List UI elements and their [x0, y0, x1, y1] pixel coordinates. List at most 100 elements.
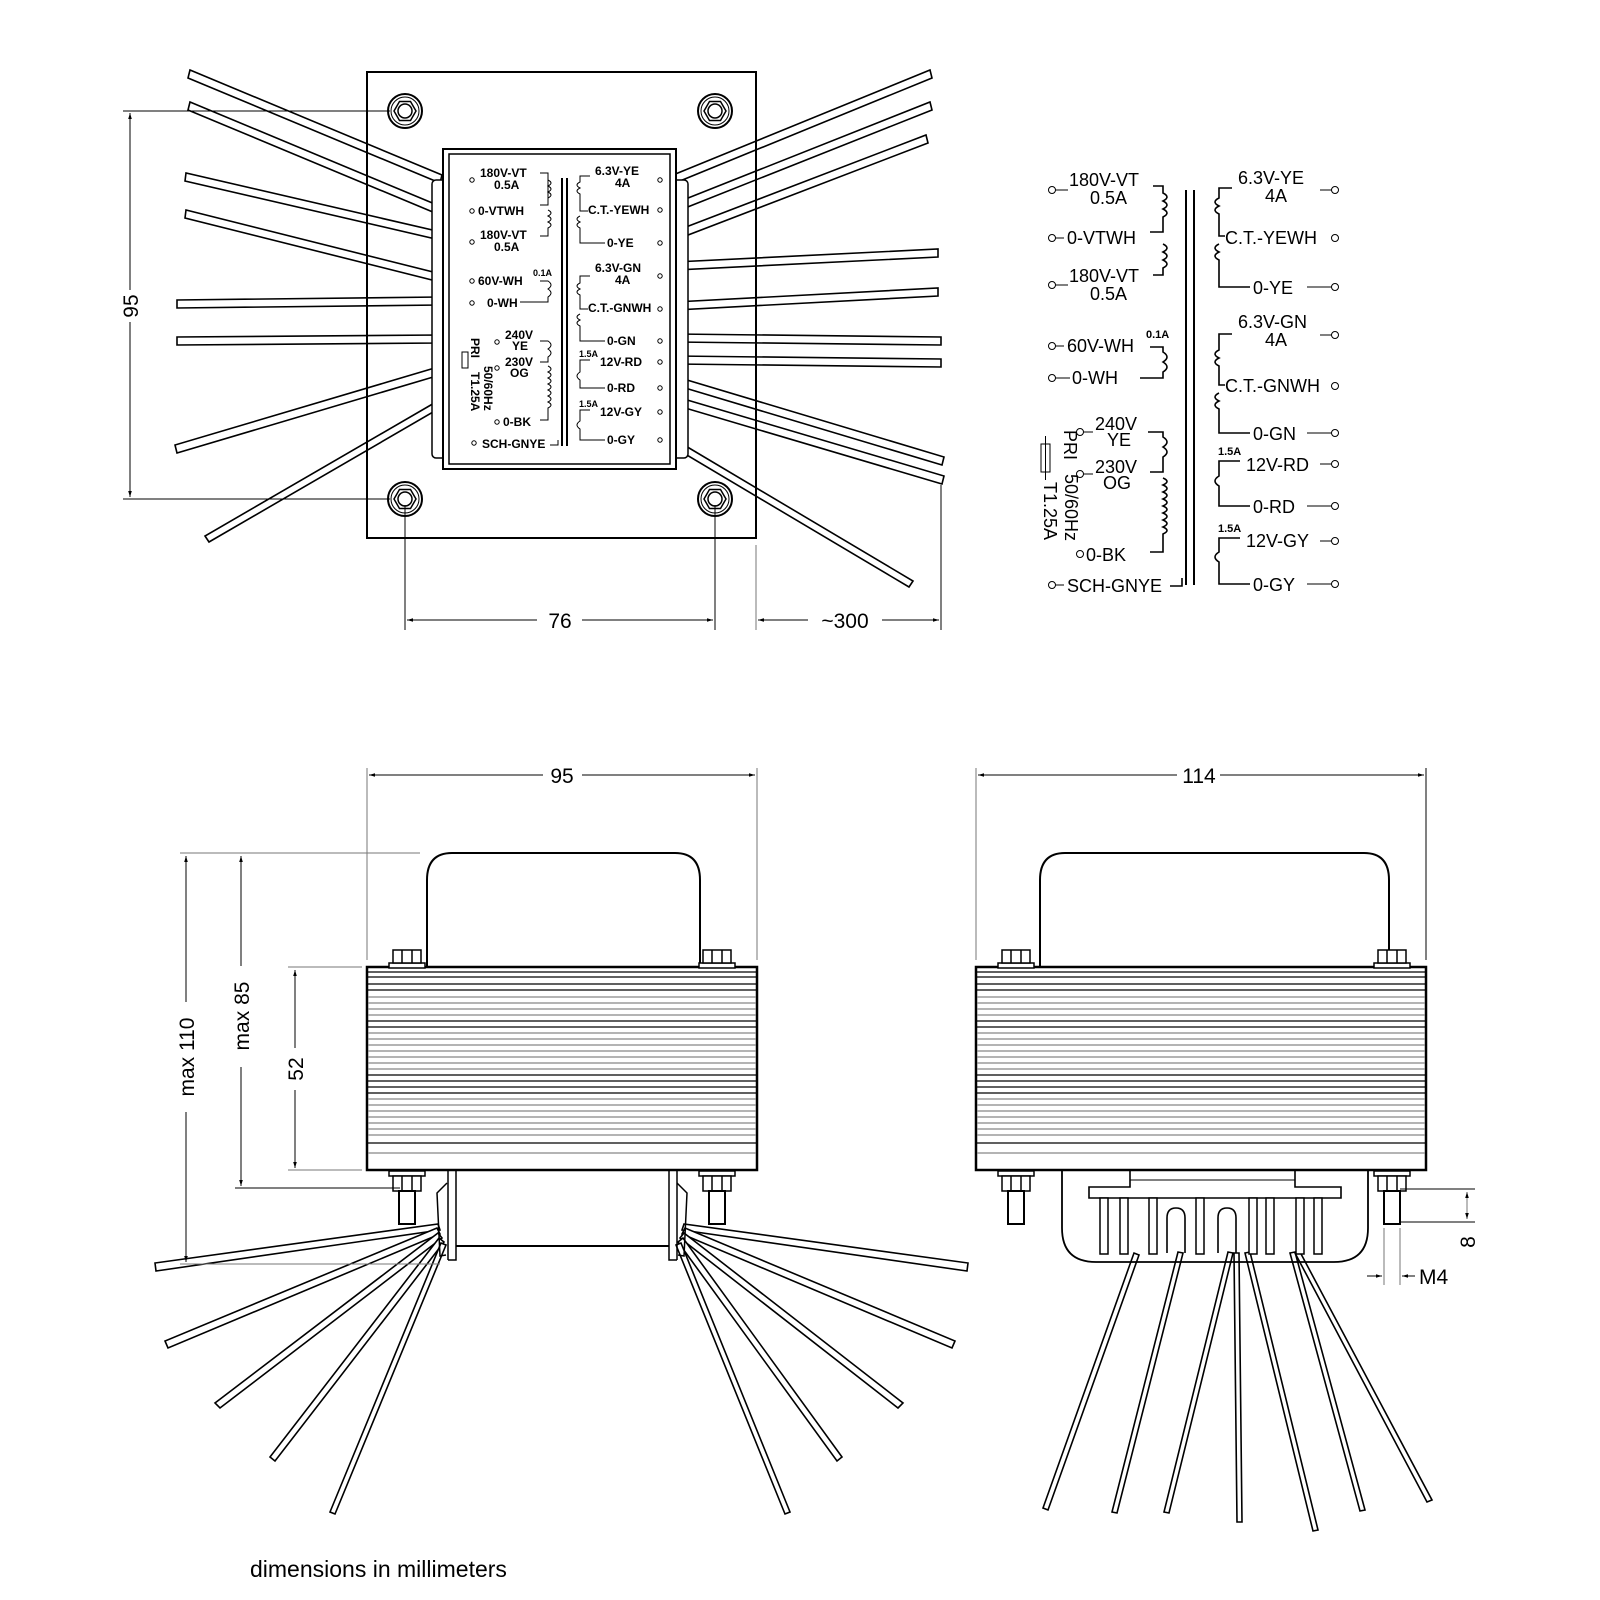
- label-shield: SCH-GNYE: [482, 437, 545, 451]
- label-current: 0.1A: [533, 268, 553, 278]
- schematic-shield: SCH-GNYE: [1067, 576, 1162, 596]
- terminal-pin: [1295, 1197, 1305, 1255]
- mounting-nut-icon: [387, 93, 423, 129]
- label-current: 1.5A: [579, 399, 599, 409]
- schematic-current: 1.5A: [1218, 523, 1241, 535]
- dimension-lead-length: ~300: [755, 485, 942, 633]
- label-0-gn: 0-GN: [607, 334, 636, 348]
- schematic-ye: YE: [1107, 430, 1131, 450]
- label-board: [431, 148, 689, 470]
- dim-label-52: 52: [285, 1057, 308, 1080]
- units-caption: dimensions in millimeters: [250, 1556, 507, 1582]
- label-ct-yewh: C.T.-YEWH: [588, 203, 649, 217]
- dim-label-76: 76: [548, 610, 571, 633]
- dimension-76: 76: [404, 505, 716, 633]
- schematic-current: 0.1A: [1146, 329, 1169, 341]
- schematic-current: 4A: [1265, 330, 1287, 350]
- label-current: 0.5A: [494, 178, 520, 192]
- mounting-nut-icon: [697, 93, 733, 129]
- lamination-lines: [977, 971, 1425, 1154]
- dimension-stud-8: 8: [1400, 1188, 1480, 1248]
- dim-label-m4: M4: [1419, 1266, 1448, 1289]
- dimension-m4: M4: [1367, 1228, 1448, 1289]
- schematic-ct-gnwh: C.T.-GNWH: [1225, 376, 1320, 396]
- schematic-ct-yewh: C.T.-YEWH: [1225, 228, 1317, 248]
- dim-label-max-85: max 85: [231, 982, 254, 1051]
- label-0-wh: 0-WH: [487, 296, 518, 310]
- label-ye: YE: [512, 339, 528, 353]
- label-0-bk: 0-BK: [503, 415, 531, 429]
- terminal-pin: [1248, 1197, 1258, 1255]
- side-view-wires: [154, 1223, 969, 1516]
- label-0-gy: 0-GY: [607, 433, 635, 447]
- label-pri: PRI: [468, 338, 482, 358]
- label-0-ye: 0-YE: [607, 236, 634, 250]
- hex-nut-icon: [388, 949, 426, 969]
- side-view: 95 max 110 max 85 52: [154, 765, 969, 1516]
- dimension-95-vertical: 95: [120, 110, 390, 500]
- label-fuse-rating: T1.25A: [468, 372, 482, 412]
- schematic-180v-bottom: 180V-VT: [1069, 266, 1139, 286]
- schematic-og: OG: [1103, 473, 1131, 493]
- terminal-pins: [1099, 1197, 1323, 1255]
- mounting-plate: [366, 71, 757, 539]
- schematic-230v: 230V: [1095, 457, 1137, 477]
- hex-nut-icon: [997, 949, 1035, 969]
- schematic-current: 0.5A: [1090, 284, 1127, 304]
- mounting-bracket: [1039, 852, 1390, 966]
- schematic-12v-gy: 12V-GY: [1246, 531, 1309, 551]
- end-view-wires: [1041, 1251, 1434, 1532]
- schematic-0-vtwh: 0-VTWH: [1067, 228, 1136, 248]
- label-240v: 240V: [505, 328, 533, 342]
- mounting-bracket: [426, 852, 701, 966]
- terminal-pin: [1313, 1197, 1323, 1255]
- label-frequency: 50/60Hz: [481, 366, 495, 411]
- label-schematic: 180V-VT 0.5A 0-VTWH 180V-VT 0.5A 60V-WH …: [461, 164, 663, 451]
- terminal-pin: [1148, 1197, 1158, 1255]
- terminal-pin: [1099, 1197, 1109, 1255]
- schematic-180v-top: 180V-VT: [1069, 170, 1139, 190]
- schematic-0-gn: 0-GN: [1253, 424, 1296, 444]
- label-0-vtwh: 0-VTWH: [478, 204, 524, 218]
- schematic-6v3-gn: 6.3V-GN: [1238, 312, 1307, 332]
- terminal-slot: [1166, 1207, 1186, 1253]
- dim-label-95-width: 95: [550, 765, 573, 788]
- label-current: 4A: [615, 176, 631, 190]
- mounting-stud-icon: [698, 1170, 736, 1225]
- dimension-52: 52: [285, 966, 362, 1171]
- schematic-frequency: 50/60Hz: [1061, 474, 1081, 541]
- label-6v3-gn: 6.3V-GN: [595, 261, 641, 275]
- dim-label-max-110: max 110: [176, 1018, 199, 1097]
- dimension-114: 114: [975, 765, 1427, 960]
- label-current: 1.5A: [579, 349, 599, 359]
- dim-label-300: ~300: [821, 610, 868, 633]
- hex-nut-icon: [1373, 949, 1411, 969]
- mounting-stud-icon: [997, 1170, 1035, 1225]
- dimension-max-85: max 85: [231, 856, 400, 1189]
- schematic-0-gy: 0-GY: [1253, 575, 1295, 595]
- schematic-0-bk: 0-BK: [1086, 545, 1126, 565]
- label-12v-rd: 12V-RD: [600, 355, 642, 369]
- terminal-slot: [1217, 1207, 1237, 1253]
- mounting-stud-icon: [1373, 1170, 1411, 1225]
- dimension-max-110: max 110: [176, 852, 440, 1265]
- end-view: 114 8 M4: [974, 765, 1480, 1532]
- label-12v-gy: 12V-GY: [600, 405, 642, 419]
- terminal-pin: [1265, 1197, 1275, 1255]
- terminal-pin: [1119, 1197, 1129, 1255]
- label-current: 0.5A: [494, 240, 520, 254]
- label-60v: 60V-WH: [478, 274, 523, 288]
- wiring-schematic: 180V-VT 0.5A 0-VTWH 180V-VT 0.5A 60V-WH …: [1040, 168, 1339, 596]
- label-180v-bottom: 180V-VT: [480, 228, 527, 242]
- label-230v: 230V: [505, 355, 533, 369]
- schematic-6v3-ye: 6.3V-YE: [1238, 168, 1304, 188]
- fuse-icon: [461, 351, 469, 369]
- label-6v3-ye: 6.3V-YE: [595, 164, 639, 178]
- dimension-95-width: 95: [366, 765, 758, 960]
- top-view: 180V-VT 0.5A 0-VTWH 180V-VT 0.5A 60V-WH …: [120, 68, 945, 633]
- terminal-housing: [1061, 1171, 1369, 1263]
- schematic-0-rd: 0-RD: [1253, 497, 1295, 517]
- left-lead-wires: [174, 68, 443, 544]
- label-current: 4A: [615, 273, 631, 287]
